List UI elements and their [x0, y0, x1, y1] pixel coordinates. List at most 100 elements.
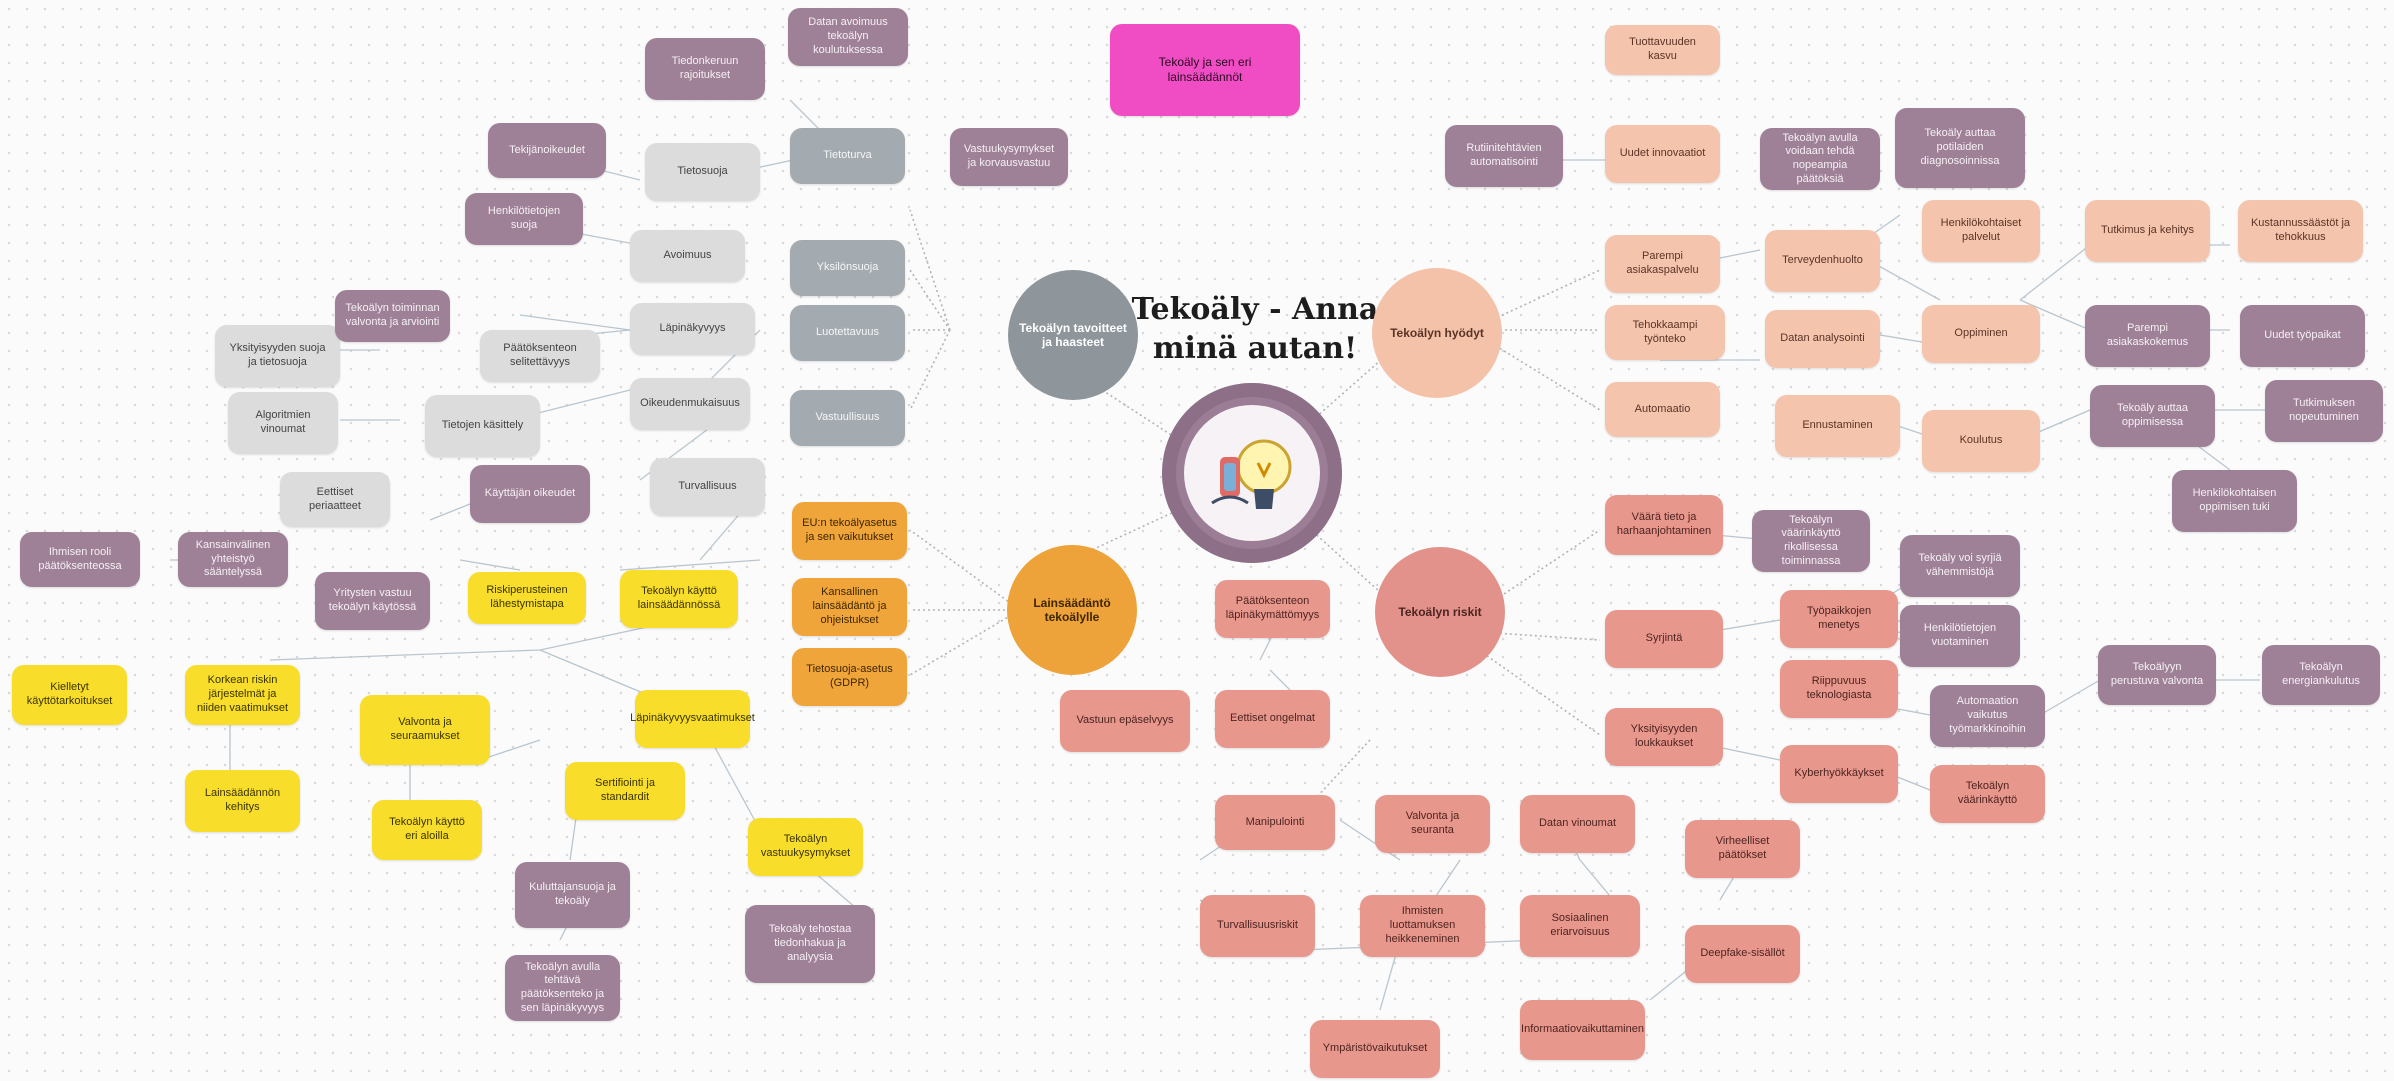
topic-node[interactable]: Henkilökohtaisen oppimisen tuki: [2172, 470, 2297, 532]
topic-node[interactable]: Informaatiovaikuttaminen: [1520, 1000, 1645, 1060]
topic-node[interactable]: Kansallinen lainsäädäntö ja ohjeistukset: [792, 578, 907, 636]
topic-node[interactable]: Parempi asiakaskokemus: [2085, 305, 2210, 367]
topic-node[interactable]: Uudet innovaatiot: [1605, 125, 1720, 183]
topic-node[interactable]: Käyttäjän oikeudet: [470, 465, 590, 523]
topic-node[interactable]: Avoimuus: [630, 230, 745, 282]
hub-label: Tekoälyn tavoitteet ja haasteet: [1019, 321, 1127, 349]
topic-node[interactable]: Luotettavuus: [790, 305, 905, 361]
topic-node[interactable]: Tutkimus ja kehitys: [2085, 200, 2210, 262]
topic-node[interactable]: Henkilökohtaiset palvelut: [1922, 200, 2040, 262]
topic-node[interactable]: Tutkimuksen nopeutuminen: [2265, 380, 2383, 442]
topic-node[interactable]: Tekoälyyn perustuva valvonta: [2098, 645, 2216, 705]
topic-node[interactable]: Tekoäly tehostaa tiedonhakua ja analyysi…: [745, 905, 875, 983]
topic-node[interactable]: Oikeudenmukaisuus: [630, 378, 750, 430]
topic-node[interactable]: Koulutus: [1922, 410, 2040, 472]
hub-goals-challenges[interactable]: Tekoälyn tavoitteet ja haasteet: [1008, 270, 1138, 400]
topic-node[interactable]: Tekoälyn toiminnan valvonta ja arviointi: [335, 290, 450, 342]
topic-node[interactable]: Tekoälyn avulla voidaan tehdä nopeampia …: [1760, 128, 1880, 190]
lightbulb-icon: [1211, 439, 1292, 509]
topic-node[interactable]: Tekoäly auttaa oppimisessa: [2090, 385, 2215, 447]
topic-node[interactable]: Yksityisyyden suoja ja tietosuoja: [215, 325, 340, 387]
hub-legislation[interactable]: Lainsäädäntö tekoälylle: [1007, 545, 1137, 675]
topic-node[interactable]: Tietoturva: [790, 128, 905, 184]
topic-node[interactable]: Tietosuoja-asetus (GDPR): [792, 648, 907, 706]
topic-node[interactable]: Tekoäly voi syrjiä vähemmistöjä: [1900, 535, 2020, 597]
topic-node[interactable]: Päätöksenteon läpinäkymättömyys: [1215, 580, 1330, 638]
hub-label: Lainsäädäntö tekoälylle: [1033, 596, 1111, 624]
topic-node[interactable]: Tuottavuuden kasvu: [1605, 25, 1720, 75]
topic-node[interactable]: Yksityisyyden loukkaukset: [1605, 708, 1723, 766]
hub-risks[interactable]: Tekoälyn riskit: [1375, 547, 1505, 677]
topic-node[interactable]: Työpaikkojen menetys: [1780, 590, 1898, 648]
topic-node[interactable]: Rutiinitehtävien automatisointi: [1445, 125, 1563, 187]
topic-node[interactable]: Algoritmien vinoumat: [228, 392, 338, 454]
topic-node[interactable]: Läpinäkyvyys: [630, 303, 755, 355]
topic-node[interactable]: Tekijänoikeudet: [488, 123, 606, 178]
topic-node[interactable]: Tietojen käsittely: [425, 395, 540, 457]
topic-node[interactable]: Henkilötietojen vuotaminen: [1900, 605, 2020, 667]
topic-node[interactable]: Syrjintä: [1605, 610, 1723, 668]
topic-node[interactable]: Sosiaalinen eriarvoisuus: [1520, 895, 1640, 957]
topic-node[interactable]: Yritysten vastuu tekoälyn käytössä: [315, 572, 430, 630]
topic-node[interactable]: Automaatio: [1605, 382, 1720, 437]
topic-node[interactable]: Tekoälyn väärinkäyttö rikollisessa toimi…: [1752, 510, 1870, 572]
topic-node[interactable]: Vastuun epäselvyys: [1060, 690, 1190, 752]
topic-node[interactable]: Korkean riskin järjestelmät ja niiden va…: [185, 665, 300, 725]
topic-node[interactable]: Ennustaminen: [1775, 395, 1900, 457]
topic-node[interactable]: Turvallisuusriskit: [1200, 895, 1315, 957]
topic-node[interactable]: Ympäristövaikutukset: [1310, 1020, 1440, 1078]
topic-node[interactable]: Päätöksenteon selitettävyys: [480, 330, 600, 382]
topic-node[interactable]: Vastuullisuus: [790, 390, 905, 446]
topic-node[interactable]: Eettiset periaatteet: [280, 472, 390, 527]
topic-node[interactable]: Ihmisen rooli päätöksenteossa: [20, 532, 140, 587]
topic-node[interactable]: Henkilötietojen suoja: [465, 193, 583, 245]
topic-node[interactable]: Oppiminen: [1922, 305, 2040, 363]
topic-node[interactable]: Automaation vaikutus työmarkkinoihin: [1930, 685, 2045, 747]
topic-node[interactable]: Turvallisuus: [650, 458, 765, 516]
topic-node[interactable]: Tietosuoja: [645, 143, 760, 201]
topic-node[interactable]: Terveydenhuolto: [1765, 230, 1880, 292]
topic-node[interactable]: Lainsäädännön kehitys: [185, 770, 300, 832]
topic-node[interactable]: Valvonta ja seuranta: [1375, 795, 1490, 853]
topic-node[interactable]: Kansainvälinen yhteistyö sääntelyssä: [178, 532, 288, 587]
topic-node[interactable]: Kyberhyökkäykset: [1780, 745, 1898, 803]
topic-node[interactable]: Tekoäly auttaa potilaiden diagnosoinniss…: [1895, 108, 2025, 188]
topic-node[interactable]: Eettiset ongelmat: [1215, 690, 1330, 748]
topic-node[interactable]: Tekoälyn väärinkäyttö: [1930, 765, 2045, 823]
topic-node[interactable]: Riskiperusteinen lähestymistapa: [468, 572, 586, 624]
topic-node[interactable]: Sertifiointi ja standardit: [565, 762, 685, 820]
hub-label: Tekoälyn hyödyt: [1390, 326, 1484, 340]
topic-node[interactable]: Ihmisten luottamuksen heikkeneminen: [1360, 895, 1485, 957]
topic-node[interactable]: Virheelliset päätökset: [1685, 820, 1800, 878]
topic-node[interactable]: Kielletyt käyttötarkoitukset: [12, 665, 127, 725]
diagram-title-node[interactable]: Tekoäly ja sen eri lainsäädännöt: [1110, 24, 1300, 116]
topic-node[interactable]: Riippuvuus teknologiasta: [1780, 660, 1898, 718]
topic-node[interactable]: Yksilönsuoja: [790, 240, 905, 296]
topic-node[interactable]: Tekoälyn avulla tehtävä päätöksenteko ja…: [505, 955, 620, 1021]
hub-label: Tekoälyn riskit: [1398, 605, 1482, 619]
topic-node[interactable]: Datan analysointi: [1765, 310, 1880, 368]
topic-node[interactable]: Kuluttajansuoja ja tekoäly: [515, 862, 630, 928]
topic-node[interactable]: Tekoälyn käyttö eri aloilla: [372, 800, 482, 860]
topic-node[interactable]: Vastuukysymykset ja korvausvastuu: [950, 128, 1068, 186]
topic-node[interactable]: Tekoälyn käyttö lainsäädännössä: [620, 570, 738, 628]
topic-node[interactable]: Väärä tieto ja harhaanjohtaminen: [1605, 495, 1723, 555]
topic-node[interactable]: EU:n tekoälyasetus ja sen vaikutukset: [792, 502, 907, 560]
topic-node[interactable]: Valvonta ja seuraamukset: [360, 695, 490, 765]
central-topic-title[interactable]: Tekoäly - Anna minä autan!: [1131, 292, 1379, 366]
topic-node[interactable]: Kustannussäästöt ja tehokkuus: [2238, 200, 2363, 262]
topic-node[interactable]: Tiedonkeruun rajoitukset: [645, 38, 765, 100]
topic-node[interactable]: Läpinäkyvyysvaatimukset: [630, 690, 755, 748]
topic-node[interactable]: Deepfake-sisällöt: [1685, 925, 1800, 983]
central-image: [1162, 383, 1342, 563]
topic-node[interactable]: Datan avoimuus tekoälyn koulutuksessa: [788, 8, 908, 66]
topic-node[interactable]: Tehokkaampi työnteko: [1605, 305, 1725, 360]
topic-node[interactable]: Datan vinoumat: [1520, 795, 1635, 853]
topic-node[interactable]: Manipulointi: [1215, 795, 1335, 850]
hub-benefits[interactable]: Tekoälyn hyödyt: [1372, 268, 1502, 398]
topic-node[interactable]: Tekoälyn energiankulutus: [2262, 645, 2380, 705]
topic-node[interactable]: Uudet työpaikat: [2240, 305, 2365, 367]
topic-node[interactable]: Tekoälyn vastuukysymykset: [748, 818, 863, 876]
topic-node[interactable]: Parempi asiakaspalvelu: [1605, 235, 1720, 293]
